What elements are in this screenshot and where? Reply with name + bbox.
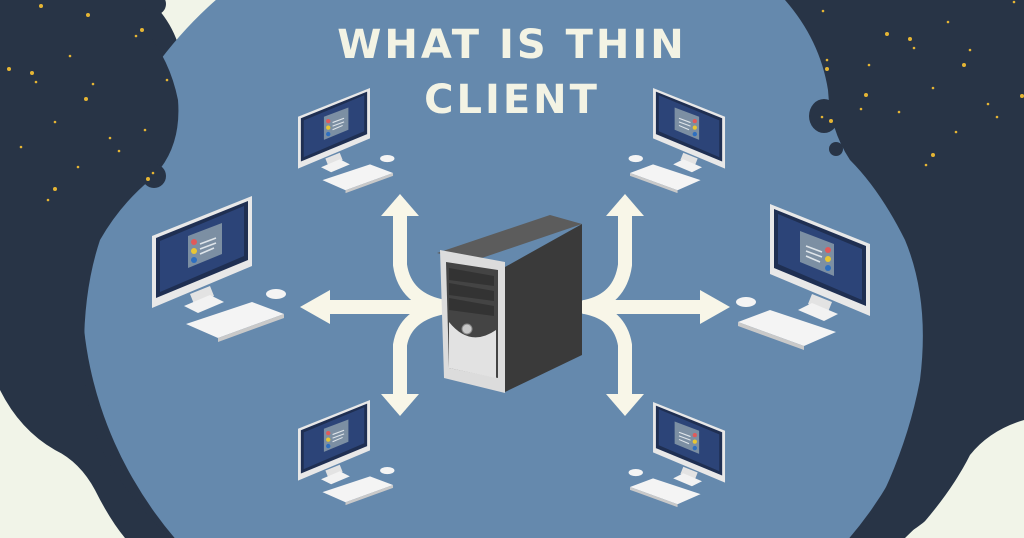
power-button-icon	[461, 323, 473, 335]
bubble	[142, 164, 166, 188]
bubble	[809, 99, 839, 133]
arrow-down-right	[578, 300, 632, 412]
title-line-1: WHAT IS THIN	[337, 22, 687, 68]
stars	[7, 0, 1024, 202]
client-computer-bottom-right	[628, 401, 726, 508]
bubble	[144, 0, 166, 15]
client-computer-bottom-left	[297, 399, 396, 506]
title-line-2: CLIENT	[424, 77, 600, 123]
bubble	[829, 142, 843, 156]
client-computer-right	[735, 203, 871, 351]
arrows	[311, 198, 722, 412]
server-tower	[437, 215, 582, 393]
arrow-down-left	[393, 300, 452, 412]
arrow-heads	[300, 194, 730, 416]
client-computer-left	[151, 195, 287, 343]
